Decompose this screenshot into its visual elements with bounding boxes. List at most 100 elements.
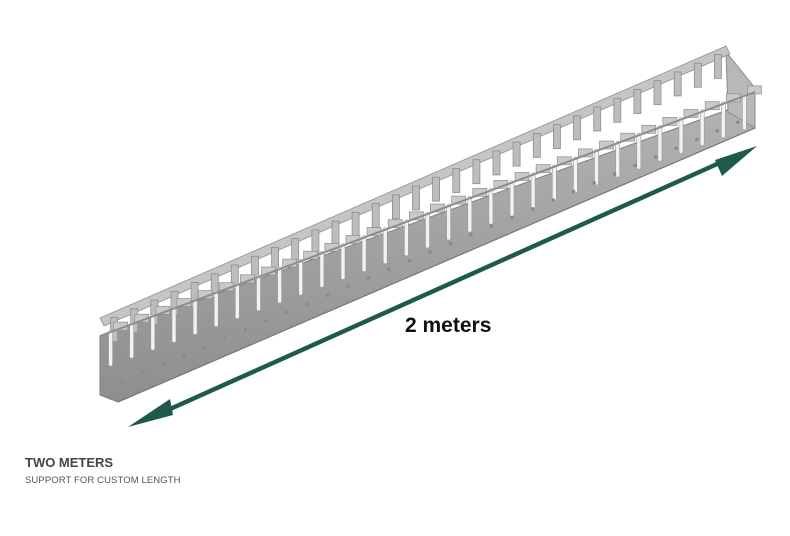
duct-slot (192, 298, 198, 335)
duct-hole (428, 250, 432, 254)
duct-hole (469, 232, 473, 237)
duct-finger (613, 97, 622, 123)
length-arrow-head-left (128, 399, 173, 427)
length-arrow-head-right (715, 146, 757, 176)
duct-finger (311, 229, 320, 255)
duct-slot (573, 156, 578, 194)
duct-slot (425, 211, 430, 249)
duct-end-cap (725, 50, 756, 129)
duct-slot (340, 243, 346, 280)
duct-slot (615, 140, 621, 178)
length-arrow (128, 146, 757, 427)
duct-hole (284, 310, 289, 315)
duct-finger (472, 159, 481, 185)
duct-hole (633, 163, 637, 168)
duct-slot (319, 251, 325, 288)
duct-hole (735, 120, 740, 125)
duct-hole (387, 267, 391, 272)
duct-slot (699, 109, 705, 146)
duct-hole (182, 353, 186, 358)
duct-hole (264, 319, 268, 324)
duct-hole (510, 215, 514, 220)
duct-finger (573, 115, 581, 141)
duct-hole (530, 207, 535, 211)
duct-hole (612, 172, 617, 176)
duct-finger (532, 132, 541, 158)
duct-slot (382, 227, 388, 264)
duct-finger (492, 150, 501, 176)
duct-finger (331, 220, 340, 246)
length-label: 2 meters (405, 314, 492, 337)
duct-slot (678, 117, 684, 154)
duct-slot (720, 101, 726, 139)
duct-finger (412, 185, 420, 211)
duct-slot (150, 313, 156, 351)
duct-hole (141, 371, 145, 375)
duct-hole (325, 293, 330, 298)
duct-hole (489, 224, 494, 228)
duct-hole (551, 198, 555, 202)
duct-hole (223, 336, 227, 341)
duct-hole (448, 241, 453, 246)
duct-slot (361, 235, 367, 272)
duct-slot (636, 133, 642, 170)
duct-hole (161, 362, 166, 367)
duct-hole (120, 379, 125, 384)
duct-front-rim (99, 91, 756, 337)
duct-slot (594, 148, 599, 186)
duct-finger (230, 264, 239, 290)
duct-slot (256, 274, 261, 312)
duct-finger (653, 80, 662, 106)
duct-hole (674, 146, 678, 151)
duct-finger-tab (747, 85, 762, 95)
duct-hole (366, 276, 371, 280)
duct-bottom-edge (117, 127, 756, 403)
duct-slot (657, 125, 663, 162)
duct-slot (530, 172, 536, 209)
duct-front-wall (99, 99, 756, 403)
duct-hole (715, 129, 719, 133)
duct-slot (742, 93, 747, 131)
duct-slot (488, 188, 494, 225)
duct-hole (592, 181, 596, 185)
duct-hole (346, 284, 350, 289)
duct-slot (551, 164, 557, 202)
duct-slot (277, 266, 282, 304)
duct-slot (404, 219, 409, 257)
caption-title: TWO METERS (25, 455, 114, 470)
duct-slot (467, 196, 473, 233)
duct-hole (243, 328, 248, 332)
duct-finger (593, 106, 602, 132)
caption-subtitle: SUPPORT FOR CUSTOM LENGTH (25, 475, 181, 486)
duct-slot (129, 321, 134, 359)
duct-hole (305, 302, 309, 306)
length-arrow-shaft (149, 153, 736, 421)
duct-finger (714, 54, 722, 79)
duct-hole (202, 345, 207, 349)
duct-finger (351, 211, 360, 237)
duct-finger (391, 194, 400, 220)
duct-hole (694, 137, 699, 142)
duct-finger (553, 124, 561, 149)
duct-front-fingers (108, 85, 762, 367)
duct-slot (298, 258, 304, 296)
duct-slot (509, 180, 515, 217)
duct-slot (235, 282, 240, 320)
duct-finger (673, 71, 682, 97)
duct-hole (571, 189, 576, 194)
duct-finger (371, 203, 380, 228)
duct-finger (512, 141, 521, 167)
duct-wall-holes (120, 120, 740, 384)
duct-slot (446, 203, 451, 241)
duct-finger (633, 89, 642, 114)
duct-finger (693, 62, 702, 88)
duct-finger (251, 255, 259, 281)
duct-slot (213, 290, 219, 328)
duct-hole (407, 258, 412, 263)
duct-finger (432, 176, 441, 202)
duct-finger (452, 168, 461, 193)
duct-slot (171, 306, 177, 343)
duct-slot (108, 329, 113, 367)
duct-hole (653, 155, 658, 159)
